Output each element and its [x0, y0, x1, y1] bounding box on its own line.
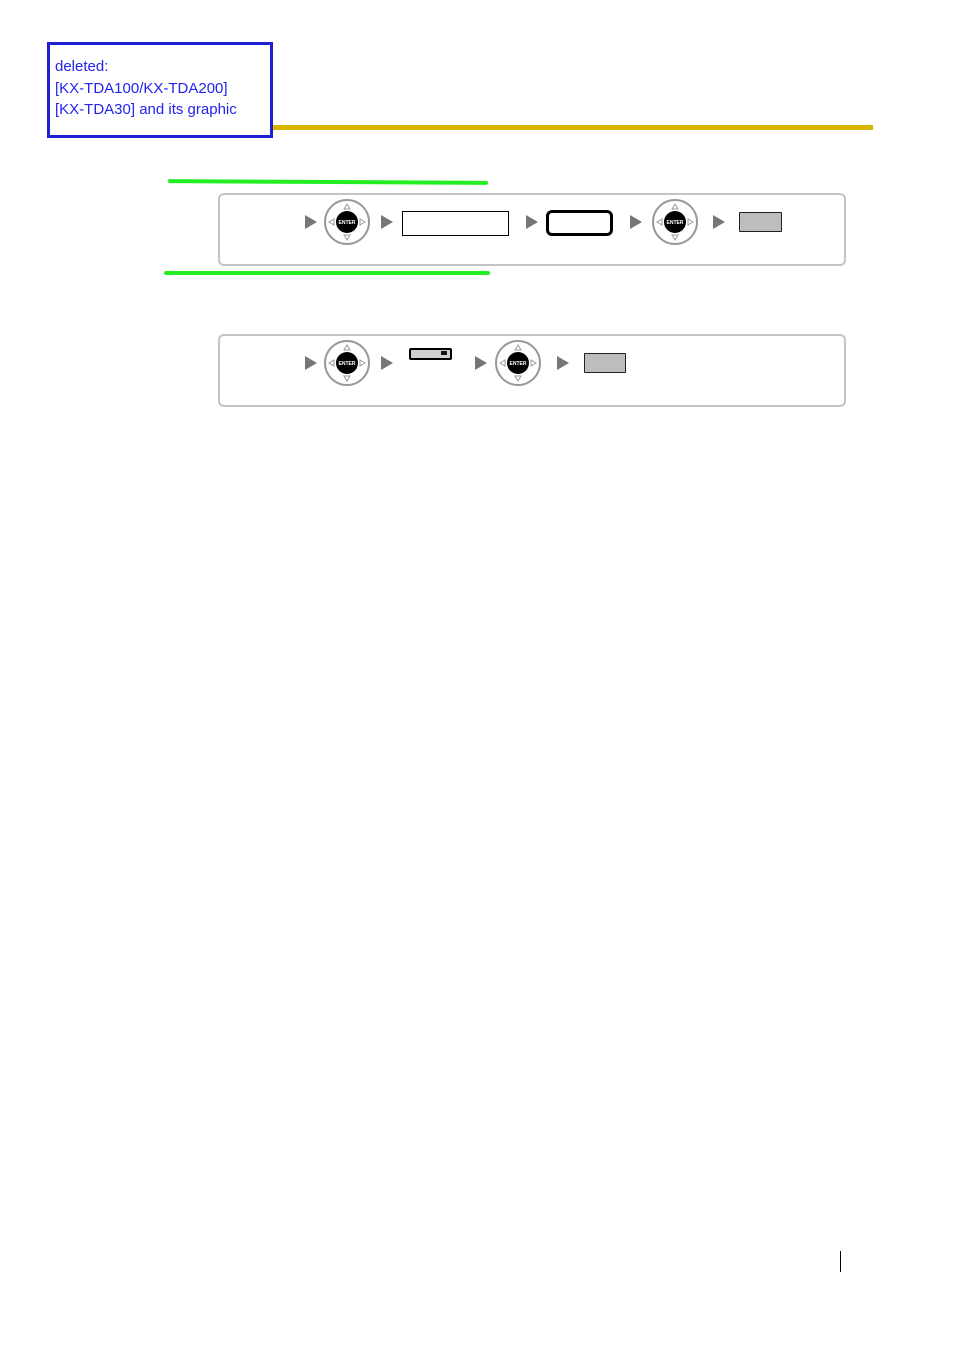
enter-label: ENTER: [510, 361, 527, 367]
display-field: [402, 211, 509, 236]
navigator-key-icon[interactable]: ENTER: [652, 199, 698, 245]
gray-key[interactable]: [739, 212, 782, 232]
annotation-line-2: [KX-TDA100/KX-TDA200]: [55, 79, 228, 97]
deleted-annotation-box: deleted: [KX-TDA100/KX-TDA200] [KX-TDA30…: [47, 42, 273, 138]
slim-key[interactable]: [409, 348, 452, 360]
enter-label: ENTER: [339, 361, 356, 367]
arrow-icon: [630, 215, 642, 229]
procedure-panel-2: ENTER ENTER: [218, 334, 846, 407]
slim-key-indicator: [441, 351, 447, 355]
annotation-line-1: deleted:: [55, 58, 109, 75]
arrow-icon: [557, 356, 569, 370]
arrow-icon: [305, 215, 317, 229]
highlight-mark-bottom: [164, 271, 490, 275]
arrow-icon: [381, 215, 393, 229]
rounded-key[interactable]: [546, 210, 613, 236]
header-rule: [122, 125, 873, 130]
gray-key[interactable]: [584, 353, 626, 373]
navigator-key-icon[interactable]: ENTER: [324, 340, 370, 386]
annotation-line-3: [KX-TDA30] and its graphic: [55, 101, 237, 118]
procedure-panel-1: ENTER ENTER: [218, 193, 846, 266]
enter-label: ENTER: [667, 220, 684, 226]
arrow-icon: [713, 215, 725, 229]
arrow-icon: [526, 215, 538, 229]
arrow-icon: [475, 356, 487, 370]
page-number-marker: [840, 1251, 841, 1272]
navigator-key-icon[interactable]: ENTER: [495, 340, 541, 386]
highlight-mark-top: [167, 179, 489, 185]
arrow-icon: [305, 356, 317, 370]
enter-label: ENTER: [339, 220, 356, 226]
navigator-key-icon[interactable]: ENTER: [324, 199, 370, 245]
arrow-icon: [381, 356, 393, 370]
